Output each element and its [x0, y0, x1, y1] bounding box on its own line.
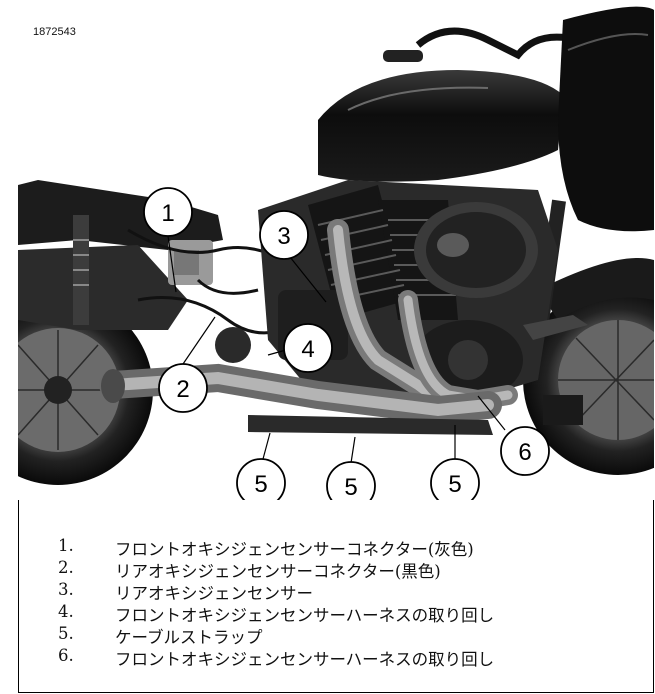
figure-id: 1872543: [33, 26, 76, 38]
legend-number: 5.: [58, 624, 74, 643]
callout-6: 6: [500, 426, 550, 476]
legend-text: フロントオキシジェンセンサーハーネスの取り回し: [115, 650, 495, 669]
svg-text:2: 2: [176, 376, 189, 403]
rear-wheel: [18, 295, 153, 485]
legend-text: フロントオキシジェンセンサーコネクター(灰色): [115, 540, 474, 559]
callout-1: 1: [143, 187, 193, 237]
callout-5a: 5: [236, 458, 286, 500]
callout-4: 4: [283, 323, 333, 373]
svg-text:3: 3: [277, 223, 290, 250]
callout-3: 3: [259, 210, 309, 260]
callout-2: 2: [158, 363, 208, 413]
legend-number: 2.: [58, 558, 74, 577]
legend-text: ケーブルストラップ: [115, 628, 263, 647]
legend-text: フロントオキシジェンセンサーハーネスの取り回し: [115, 606, 495, 625]
svg-text:5: 5: [254, 471, 267, 498]
legend-number: 3.: [58, 580, 74, 599]
svg-text:6: 6: [518, 439, 531, 466]
legend-text: リアオキシジェンセンサー: [115, 584, 313, 603]
legend-text: リアオキシジェンセンサーコネクター(黒色): [115, 562, 441, 581]
legend-number: 6.: [58, 646, 74, 665]
legend-number: 4.: [58, 602, 74, 621]
motorcycle-photo: 1 2 3 4 5 5 5 6: [18, 0, 654, 500]
legend-number: 1.: [58, 536, 74, 555]
callout-5c: 5: [430, 458, 480, 500]
svg-text:5: 5: [448, 471, 461, 498]
svg-text:1: 1: [161, 200, 174, 227]
callout-5b: 5: [326, 461, 376, 500]
svg-text:4: 4: [301, 336, 314, 363]
svg-text:5: 5: [344, 474, 357, 500]
